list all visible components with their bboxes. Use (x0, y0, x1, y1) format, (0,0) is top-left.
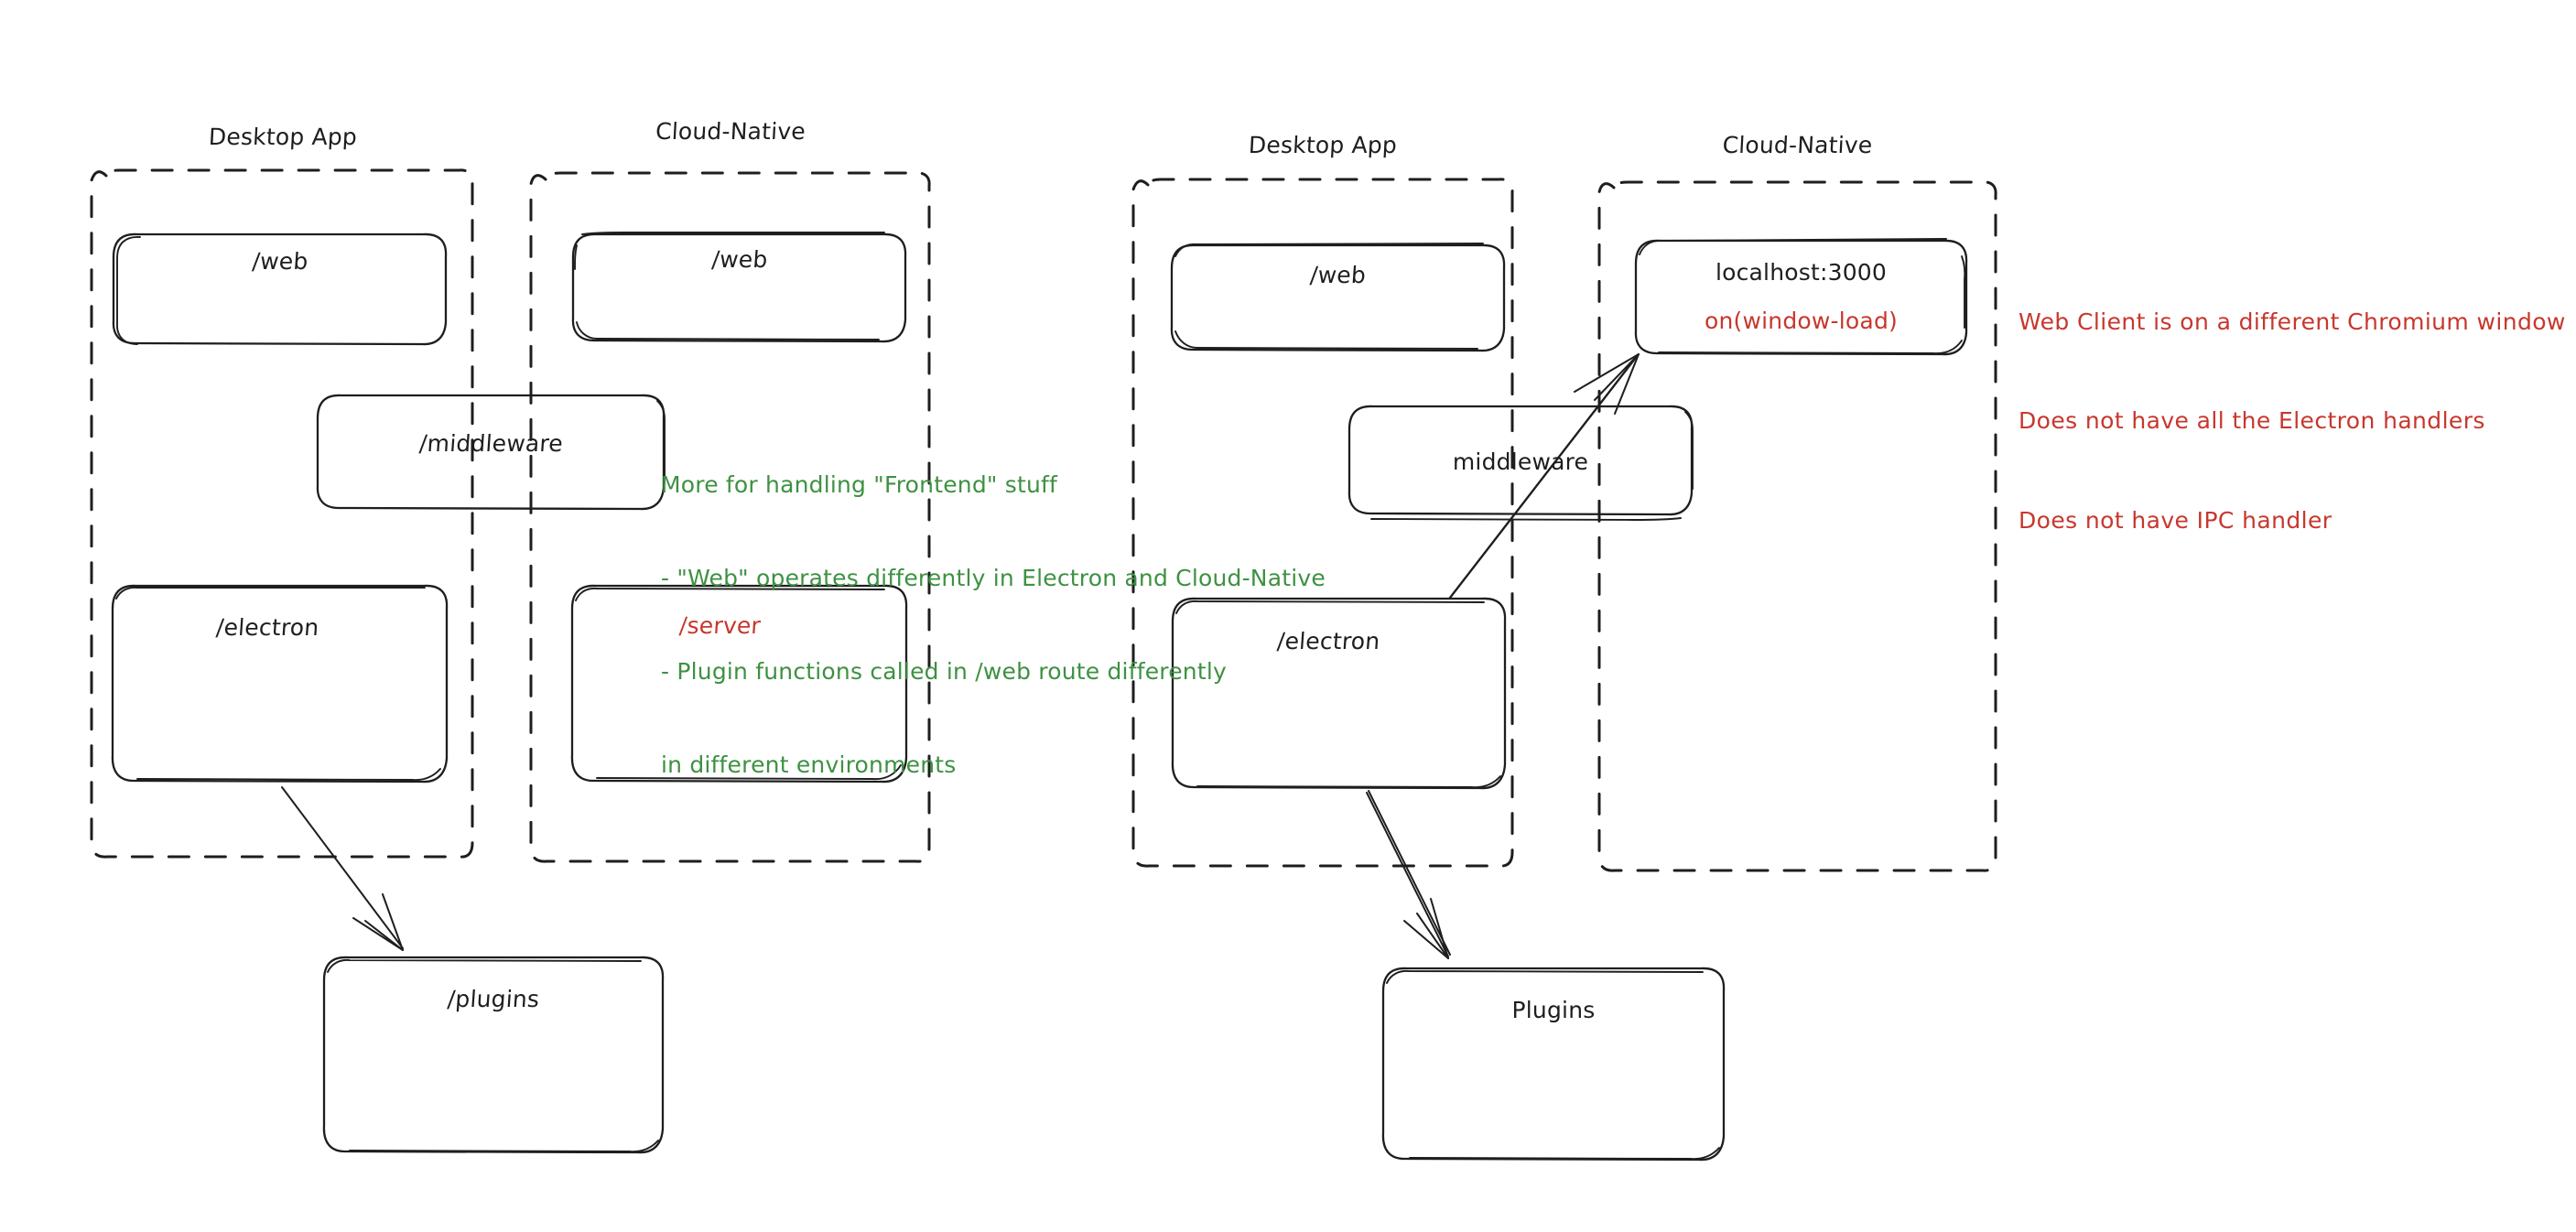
edge-left-electron-to-plugins (281, 786, 404, 951)
annotation-green-note: More for handling "Frontend" stuff - "We… (661, 407, 1326, 812)
group-right-cloud (1597, 180, 1997, 872)
node-right-middleware[interactable] (1348, 405, 1694, 521)
annotation-red-note: Web Client is on a different Chromium wi… (2019, 239, 2566, 571)
edge-right-electron-to-localhost (1448, 353, 1640, 600)
annotation-red-line-1: Web Client is on a different Chromium wi… (2019, 308, 2566, 335)
group-right-desktop (1131, 178, 1514, 868)
group-label-left-desktop: Desktop App (208, 124, 358, 150)
node-label-left-plugins: /plugins (446, 986, 541, 1012)
group-label-left-cloud: Cloud-Native (655, 118, 806, 145)
node-right-web[interactable] (1170, 243, 1506, 352)
annotation-red-line-2: Does not have all the Electron handlers (2019, 407, 2485, 435)
node-label-right-onwindowload: on(window-load) (1705, 308, 1898, 334)
node-label-left-web-cloud: /web (710, 246, 769, 273)
node-right-localhost[interactable] (1634, 238, 1968, 356)
node-left-server[interactable] (570, 584, 908, 784)
node-label-left-middleware: /middleware (418, 430, 564, 457)
node-left-plugins[interactable] (322, 956, 665, 1154)
group-left-cloud (529, 171, 931, 863)
node-left-electron[interactable] (111, 584, 449, 784)
group-label-right-cloud: Cloud-Native (1721, 132, 1874, 158)
node-label-right-middleware: middleware (1452, 448, 1589, 475)
node-right-plugins[interactable] (1381, 967, 1726, 1162)
node-label-right-localhost: localhost:3000 (1715, 259, 1888, 286)
node-left-middleware[interactable] (316, 394, 666, 511)
node-label-right-plugins: Plugins (1511, 997, 1596, 1023)
group-label-right-desktop: Desktop App (1248, 132, 1398, 158)
node-label-right-web: /web (1309, 262, 1368, 288)
edge-right-electron-to-plugins (1366, 790, 1451, 959)
node-left-web-desktop[interactable] (112, 232, 448, 346)
annotation-green-line-3: - Plugin functions called in /web route … (661, 658, 1227, 685)
node-label-left-web-desktop: /web (251, 248, 309, 275)
annotation-green-line-2: - "Web" operates differently in Electron… (661, 565, 1326, 591)
annotation-red-line-3: Does not have IPC handler (2019, 507, 2332, 534)
node-right-electron[interactable] (1171, 597, 1507, 790)
annotation-green-line-1: More for handling "Frontend" stuff (661, 471, 1058, 498)
node-left-web-cloud[interactable] (571, 232, 907, 343)
node-label-left-electron: /electron (215, 614, 320, 641)
annotation-green-line-4: in different environments (661, 751, 957, 778)
group-left-desktop (90, 168, 474, 859)
